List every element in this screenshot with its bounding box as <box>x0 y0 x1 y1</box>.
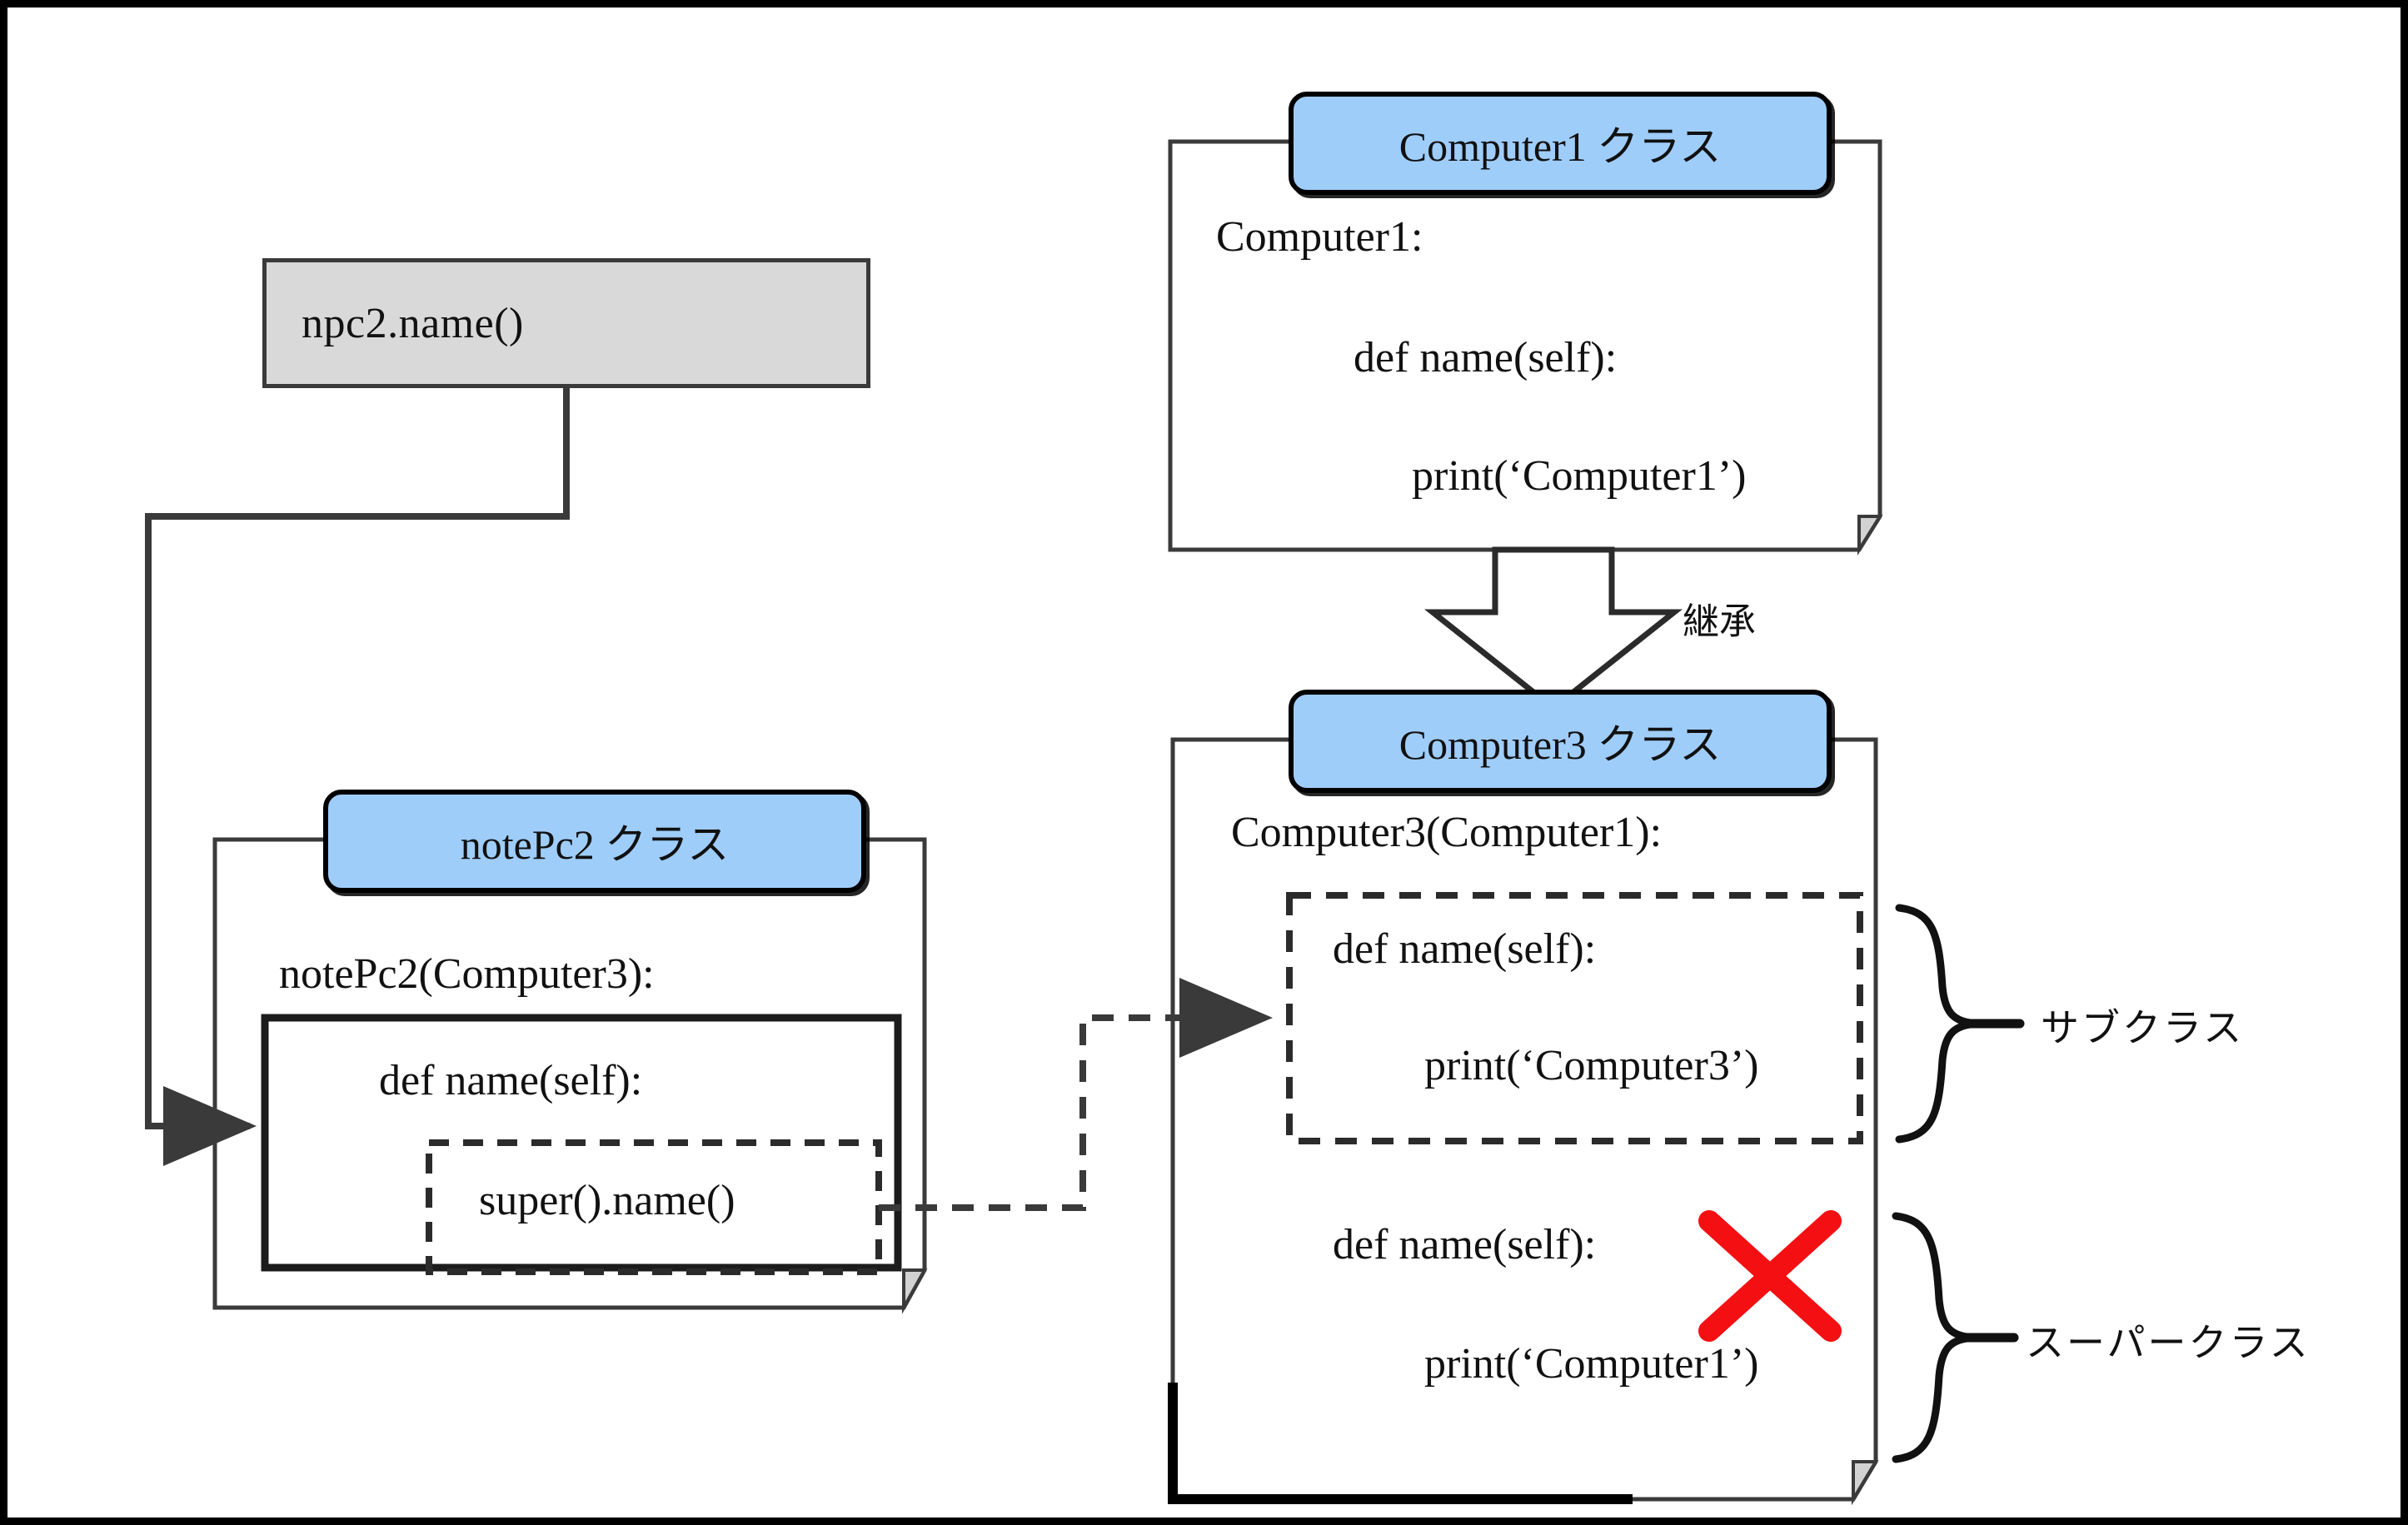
subclass-annotation: サブクラス <box>2041 1007 2245 1049</box>
notepc2-class-decl: notePc2(Computer3): <box>279 950 655 998</box>
computer3-subclass-method-block <box>1286 892 1863 1144</box>
inheritance-label: 継承 <box>1683 601 1756 642</box>
computer1-method-print: print(‘Computer1’) <box>1412 452 1747 500</box>
computer3-sub-method-print: print(‘Computer3’) <box>1424 1042 1759 1089</box>
computer1-class-tab[interactable]: Computer1 クラス <box>1289 92 1832 195</box>
notepc2-super-call: super().name() <box>479 1177 735 1224</box>
call-expression-box[interactable]: npc2.name() <box>262 258 870 388</box>
red-x-mark <box>1698 1210 1842 1342</box>
computer3-sub-method-def: def name(self): <box>1333 925 1597 973</box>
computer3-class-decl: Computer3(Computer1): <box>1231 809 1663 856</box>
computer3-class-tab-label: Computer3 クラス <box>1398 721 1722 768</box>
computer1-class-tab-label: Computer1 クラス <box>1398 123 1722 170</box>
computer3-class-tab[interactable]: Computer3 クラス <box>1289 690 1832 793</box>
computer1-class-decl: Computer1: <box>1216 213 1423 261</box>
call-expression-label: npc2.name() <box>302 299 524 347</box>
inheritance-arrow <box>1423 546 1683 712</box>
notepc2-method-def: def name(self): <box>379 1057 643 1104</box>
subclass-brace <box>1895 904 2025 1144</box>
superclass-brace <box>1892 1212 2019 1463</box>
computer3-super-method-def: def name(self): <box>1333 1221 1597 1268</box>
super-call-dashed-arrow <box>879 978 1273 1211</box>
notepc2-class-tab-label: notePc2 クラス <box>460 821 730 868</box>
notepc2-method-box <box>261 1014 902 1272</box>
call-flow-arrow <box>145 388 570 1166</box>
superclass-annotation: スーパークラス <box>2026 1322 2311 1364</box>
computer3-super-method-print: print(‘Computer1’) <box>1424 1340 1759 1388</box>
computer1-method-def: def name(self): <box>1354 334 1618 381</box>
notepc2-class-tab[interactable]: notePc2 クラス <box>323 790 866 893</box>
